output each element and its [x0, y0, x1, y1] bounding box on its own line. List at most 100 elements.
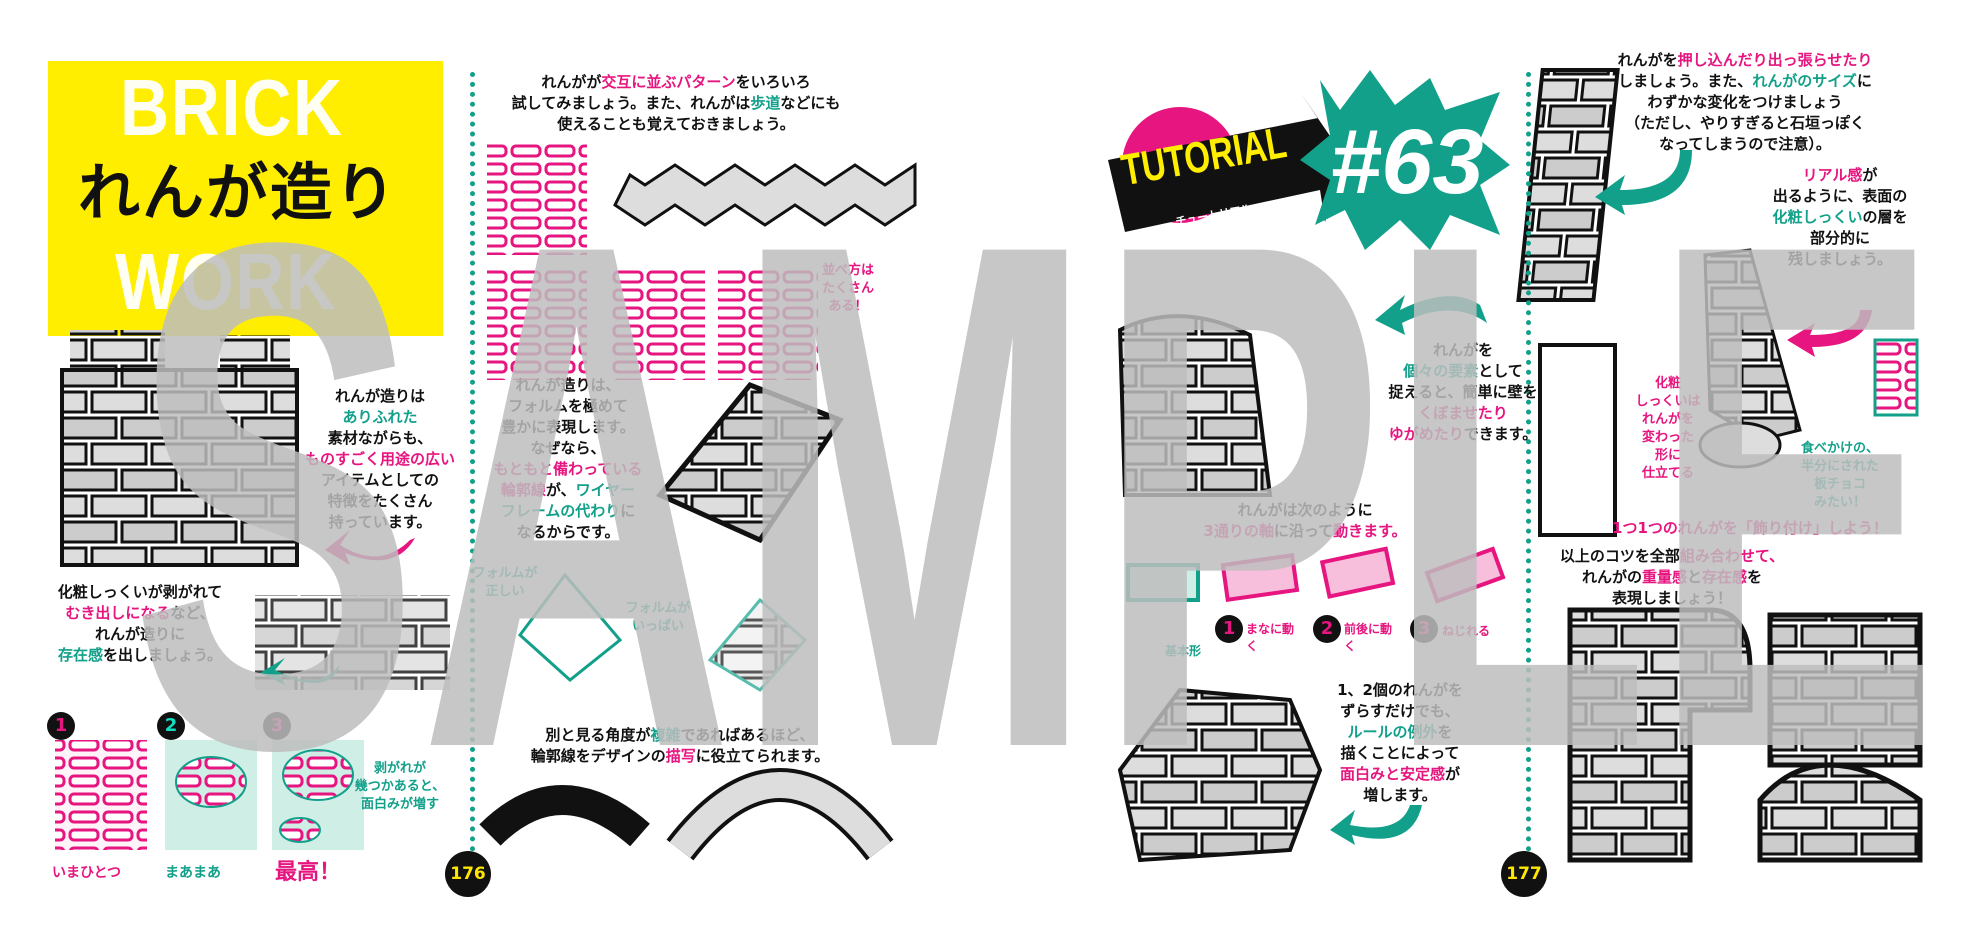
- text-line: 幾つかあると、: [355, 778, 445, 796]
- text-line: れんが造りは、: [494, 375, 643, 396]
- text-block-individual-elements: れんがを個々の要素として捉えると、簡単に壁をくぼませたりゆがめたりできます。: [1389, 340, 1538, 445]
- text-segment: をいろいろ: [735, 73, 811, 91]
- text-segment: 並べ方は: [821, 263, 875, 278]
- text-segment: 使えることも覚えておきましょう。: [557, 115, 795, 133]
- text-block-angle-note: 別と見る角度が複雑であればあるほど、輪郭線をデザインの描写に役立てられます。: [531, 725, 830, 767]
- text-line: フレームの代わりに: [494, 501, 643, 522]
- base-brick: [1126, 563, 1200, 602]
- text-line: わずかな変化をつけましょう: [1618, 92, 1873, 113]
- text-segment: れんが造りは、: [515, 376, 621, 394]
- text-line: 残しましょう。: [1772, 249, 1907, 270]
- text-line: 並べ方は: [822, 262, 874, 280]
- axis-label-3: ねじれる: [1442, 624, 1491, 638]
- text-line: むき出しになるなど、: [58, 603, 223, 624]
- text-line: れんがは次のように: [1203, 500, 1406, 521]
- text-segment: に役立てられます。: [695, 747, 830, 765]
- text-line: なぜなら、: [494, 438, 643, 459]
- text-segment: れんがは次のように: [1237, 501, 1373, 519]
- text-line: 個々の要素として: [1389, 361, 1538, 382]
- text-segment: たくさん: [821, 281, 875, 296]
- text-segment: などにも: [780, 94, 841, 112]
- text-segment: ものすごく用途の広い: [304, 450, 456, 468]
- brick-rotate-3: [1424, 546, 1506, 604]
- chocolate-brick: [1873, 338, 1919, 417]
- text-segment: 交互に並ぶパターン: [601, 73, 736, 91]
- text-segment: 描写: [665, 747, 696, 765]
- axis-label-base: 基本形: [1165, 644, 1202, 658]
- step-caption-3: 最高！: [275, 860, 342, 885]
- text-segment: 形に: [1654, 448, 1682, 463]
- brick-pile-illustration: [1117, 687, 1323, 863]
- text-line: みたい！: [1801, 494, 1879, 512]
- axis-label-2: 前後に動く: [1344, 622, 1393, 653]
- broken-wall-illustration: [1703, 248, 1802, 442]
- page-number-177: 177: [1501, 851, 1547, 897]
- text-segment: に: [620, 502, 636, 520]
- text-line: れんが造りに: [58, 624, 223, 645]
- title-en-brick: BRICK: [120, 63, 344, 152]
- text-segment: れんがが: [541, 73, 602, 91]
- text-segment: もともと備わっている: [493, 460, 643, 478]
- text-line: いっぱい: [626, 618, 691, 636]
- text-line: 面白みが増す: [355, 796, 445, 814]
- pattern-mixed: [718, 270, 818, 380]
- text-line: フォルムを極めて: [494, 396, 643, 417]
- text-segment: 幾つかあると、: [354, 779, 446, 794]
- text-line: 特徴をたくさん: [305, 491, 455, 512]
- text-segment: れんが造りに: [94, 625, 185, 643]
- text-line: 部分的に: [1772, 228, 1907, 249]
- text-line: 増します。: [1337, 785, 1463, 806]
- text-segment: 1つ1つのれんがを「飾り付け」しよう！: [1612, 519, 1888, 537]
- ruin-tower-illustration: [1767, 612, 1923, 768]
- text-segment: れんがを: [1617, 51, 1678, 69]
- arrow-green-icon: [1595, 150, 1692, 215]
- text-segment: 部分的に: [1809, 229, 1870, 247]
- text-line: ものすごく用途の広い: [305, 449, 455, 470]
- text-line: ゆがめたりできます。: [1389, 424, 1538, 445]
- axis-number-3: 3: [1410, 615, 1438, 643]
- text-line: リアル感が: [1772, 165, 1907, 186]
- text-segment: フォルムが: [472, 566, 538, 581]
- text-line: 持っています。: [305, 512, 455, 533]
- step-number-1: 1: [47, 712, 75, 740]
- text-block-shift-bricks: 1、2個のれんがをずらすだけでも、ルールの例外を描くことによって面白みと安定感が…: [1337, 680, 1463, 806]
- text-segment: 輪郭線: [500, 481, 546, 499]
- step-number-2: 2: [157, 712, 185, 740]
- text-line: 食べかけの、: [1801, 440, 1879, 458]
- text-block-plaster-exposed: 化粧しっくいが剥がれてむき出しになるなど、れんが造りに存在感を出しましょう。: [58, 582, 223, 666]
- text-line: 試してみましょう。また、れんがは歩道などにも: [512, 93, 841, 114]
- text-line: れんがが交互に並ぶパターンをいろいろ: [512, 72, 841, 93]
- text-segment: なぜなら、: [530, 439, 606, 457]
- text-segment: 出るように、表面の: [1772, 187, 1908, 205]
- text-line: 正しい: [473, 583, 538, 601]
- text-segment: リアル感: [1802, 166, 1863, 184]
- text-segment: しっくいは: [1635, 394, 1701, 409]
- text-segment: れんがを: [1641, 412, 1695, 427]
- text-segment: 1、2個のれんがを: [1337, 681, 1463, 699]
- text-segment: しましょう。また、: [1618, 72, 1753, 90]
- text-block-form-expression: れんが造りは、フォルムを極めて豊かに表現します。なぜなら、もともと備わっている輪…: [494, 375, 643, 543]
- brick-rotate-1: [1220, 553, 1300, 602]
- text-segment: ルールの例外: [1347, 723, 1438, 741]
- text-segment: フレームの代わり: [500, 502, 621, 520]
- wireframe-box: [517, 572, 623, 682]
- text-segment: 板チョコ: [1813, 477, 1867, 492]
- text-segment: 歩道: [750, 94, 781, 112]
- text-line: 捉えると、簡単に壁を: [1389, 382, 1538, 403]
- text-line: ずらすだけでも、: [1337, 701, 1463, 722]
- text-line: れんがを: [1389, 340, 1538, 361]
- text-line: 3通りの軸に沿って動きます。: [1203, 521, 1406, 542]
- text-segment: 残しましょう。: [1787, 250, 1893, 268]
- text-line: 豊かに表現します。: [494, 417, 643, 438]
- text-segment: なるからです。: [516, 523, 620, 541]
- text-line: れんがを: [1635, 411, 1700, 429]
- herringbone-pattern: [613, 162, 917, 227]
- text-line: 輪郭線が、ワイヤー: [494, 480, 643, 501]
- text-segment: 試してみましょう。また、れんがは: [511, 94, 751, 112]
- text-line: ルールの例外を: [1337, 722, 1463, 743]
- step-number-3: 3: [263, 712, 291, 740]
- pattern-stack: [487, 140, 587, 255]
- text-segment: が: [1862, 166, 1878, 184]
- text-segment: 描くことによって: [1340, 744, 1460, 762]
- text-segment: 化粧しっくいが剥がれて: [57, 583, 223, 601]
